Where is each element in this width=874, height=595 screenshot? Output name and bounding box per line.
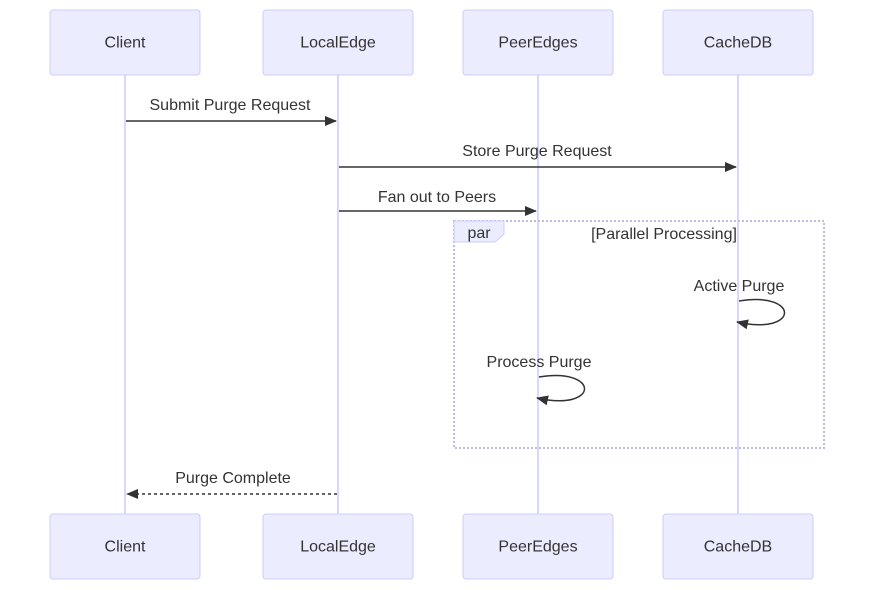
actor-peer-edges-top: PeerEdges <box>462 9 614 76</box>
actor-peer-edges-bottom: PeerEdges <box>462 513 614 580</box>
par-frame-condition: [Parallel Processing] <box>591 226 737 243</box>
actor-client-bottom: Client <box>49 513 201 580</box>
actor-local-edge-top: LocalEdge <box>262 9 414 76</box>
actor-peer-edges-top-label: PeerEdges <box>498 35 577 52</box>
actor-cache-db-top: CacheDB <box>662 9 814 76</box>
actor-cache-db-bottom: CacheDB <box>662 513 814 580</box>
msg-active-purge-label: Active Purge <box>694 278 785 295</box>
actor-client-top-label: Client <box>105 35 146 52</box>
actor-local-edge-bottom-label: LocalEdge <box>300 539 376 556</box>
msg-fan-out-label: Fan out to Peers <box>378 189 496 206</box>
msg-complete-label: Purge Complete <box>175 470 291 487</box>
actor-local-edge-top-label: LocalEdge <box>300 35 376 52</box>
actor-cache-db-top-label: CacheDB <box>704 35 772 52</box>
msg-process-purge-arrow <box>536 374 586 406</box>
msg-active-purge-arrow <box>736 298 786 330</box>
actor-peer-edges-bottom-label: PeerEdges <box>498 539 577 556</box>
par-frame-tag <box>453 220 505 243</box>
actor-cache-db-bottom-label: CacheDB <box>704 539 772 556</box>
par-frame: par [Parallel Processing] <box>453 220 825 449</box>
actor-client-top: Client <box>49 9 201 76</box>
actor-client-bottom-label: Client <box>105 539 146 556</box>
msg-store-label: Store Purge Request <box>462 143 612 160</box>
msg-submit-label: Submit Purge Request <box>150 97 312 114</box>
actor-local-edge-bottom: LocalEdge <box>262 513 414 580</box>
msg-process-purge-label: Process Purge <box>487 354 592 371</box>
par-frame-keyword: par <box>467 225 491 242</box>
